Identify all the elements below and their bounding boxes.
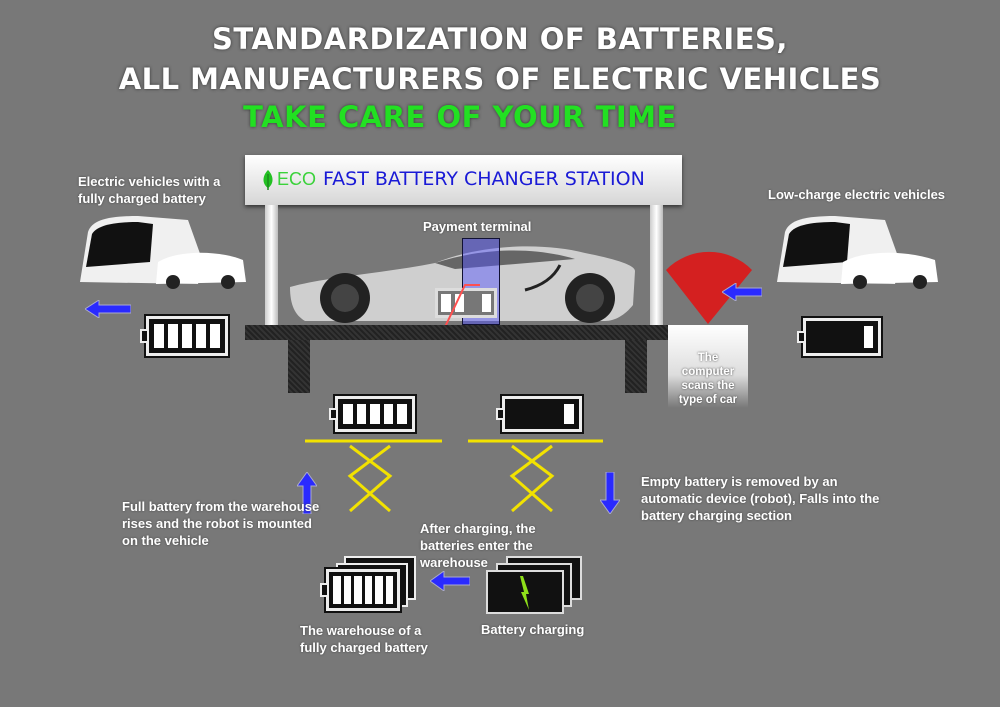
battery-cell <box>383 404 394 424</box>
battery-cell <box>354 576 362 604</box>
eco-label: ECO <box>277 169 317 189</box>
warehouse-battery-front <box>320 567 402 613</box>
battery-cell <box>564 404 574 424</box>
station-post-left <box>265 205 278 327</box>
battery-cell <box>397 404 407 424</box>
charged-vehicles-icon <box>80 216 246 289</box>
after-charging-label: After charging, the batteries enter the … <box>420 521 536 570</box>
station-name: FAST BATTERY CHANGER STATION <box>323 168 645 190</box>
lift-empty-battery <box>496 394 584 434</box>
low-vehicles-label: Low-charge electric vehicles <box>768 187 946 202</box>
full-rises-label: Full battery from the warehouse rises an… <box>122 499 320 548</box>
title-line-2: ALL MANUFACTURERS OF ELECTRIC VEHICLES <box>118 62 882 96</box>
scissor-lifts <box>305 439 603 513</box>
empty-removed-label: Empty battery is removed by an automatic… <box>641 474 880 523</box>
station-post-right <box>650 205 663 327</box>
battery-cell <box>510 404 520 424</box>
arrow-up-icon <box>297 472 317 514</box>
platform-leg-right <box>625 340 647 393</box>
battery-cell <box>537 404 547 424</box>
battery-cell <box>375 576 383 604</box>
battery-cell <box>551 404 561 424</box>
arrow-left-incoming-icon <box>722 283 762 301</box>
battery-cell <box>343 404 353 424</box>
platform-leg-left <box>288 340 310 393</box>
warehouse-label: The warehouse of a fully charged battery <box>300 623 428 655</box>
battery-cell <box>182 324 192 348</box>
scanner-beam-icon <box>666 251 752 324</box>
battery-cell <box>851 326 860 348</box>
battery-cell <box>481 294 491 312</box>
charged-vehicles-label: Electric vehicles with a fully charged b… <box>78 174 221 206</box>
charging-battery-front <box>486 570 564 614</box>
battery-cell <box>385 576 393 604</box>
charging-label: Battery charging <box>481 622 585 637</box>
battery-cell <box>863 326 874 348</box>
battery-cell <box>168 324 178 348</box>
in-car-battery <box>435 288 497 318</box>
battery-cell <box>343 576 351 604</box>
battery-cell <box>196 324 206 348</box>
lightning-icon <box>520 576 529 610</box>
scanner-text: The computer scans the type of car <box>678 352 738 406</box>
battery-cell <box>824 326 833 348</box>
payment-terminal-label: Payment terminal <box>423 219 532 234</box>
station-sign: ECO FAST BATTERY CHANGER STATION <box>245 155 682 205</box>
arrow-left-icon <box>85 300 131 318</box>
station-platform <box>245 325 670 340</box>
leaf-icon <box>263 170 273 190</box>
scanner-box: The computer scans the type of car <box>668 325 748 408</box>
battery-cell <box>837 326 846 348</box>
battery-cell <box>524 404 534 424</box>
battery-cell <box>364 576 372 604</box>
low-charge-vehicles-icon <box>777 216 938 289</box>
arrow-left-warehouse-icon <box>430 571 470 591</box>
battery-cell <box>811 326 820 348</box>
battery-cell <box>154 324 164 348</box>
low-battery <box>797 316 883 358</box>
battery-cell <box>210 324 220 348</box>
arrow-down-icon <box>600 472 620 514</box>
battery-cell <box>441 294 451 312</box>
battery-cell <box>333 576 341 604</box>
full-battery <box>140 314 230 358</box>
title-line-1: STANDARDIZATION OF BATTERIES, <box>212 22 788 56</box>
battery-cell <box>356 404 367 424</box>
red-connection-line <box>432 284 480 328</box>
battery-cell <box>370 404 380 424</box>
lift-full-battery <box>329 394 417 434</box>
title-line-3: TAKE CARE OF YOUR TIME <box>243 100 677 134</box>
battery-cell <box>454 294 464 312</box>
